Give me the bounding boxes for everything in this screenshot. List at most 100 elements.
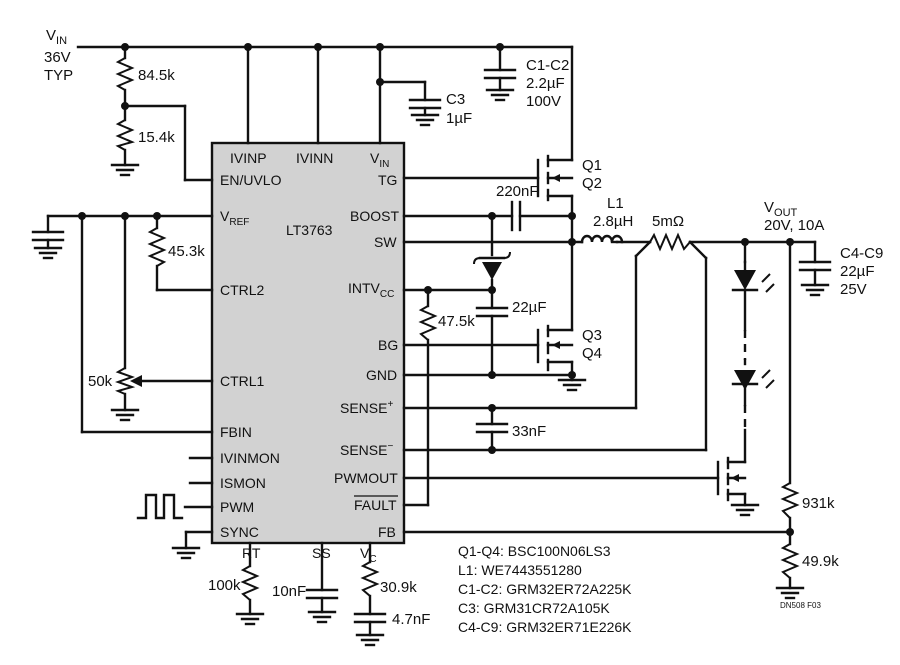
bom-line: Q1-Q4: BSC100N06LS3 bbox=[458, 543, 611, 559]
label-30-9k: 30.9k bbox=[380, 579, 417, 596]
svg-text:VIN: VIN bbox=[46, 27, 67, 47]
label-c1-c2-voltage: 100V bbox=[526, 93, 561, 110]
capacitor-33nf bbox=[475, 422, 509, 434]
pin-tg: TG bbox=[378, 172, 397, 188]
capacitor-c4-c9 bbox=[798, 260, 832, 272]
label-931k: 931k bbox=[802, 495, 835, 512]
potentiometer-50k bbox=[115, 367, 136, 395]
ground-icon bbox=[355, 633, 385, 647]
ground-icon bbox=[307, 610, 337, 624]
label-c1-c2-value: 2.2µF bbox=[526, 75, 565, 92]
svg-text:SENSE+: SENSE+ bbox=[340, 399, 393, 416]
label-q3: Q3 bbox=[582, 327, 602, 344]
label-45-3k: 45.3k bbox=[168, 243, 205, 260]
resistor-100k bbox=[240, 565, 260, 601]
svg-text:SENSE−: SENSE− bbox=[340, 441, 393, 458]
svg-text:VREF: VREF bbox=[220, 208, 249, 228]
label-c3-value: 1µF bbox=[446, 110, 472, 127]
pin-ctrl2: CTRL2 bbox=[220, 282, 265, 298]
pin-ctrl1: CTRL1 bbox=[220, 373, 265, 389]
ground-icon bbox=[110, 408, 140, 422]
label-47-5k: 47.5k bbox=[438, 313, 475, 330]
mosfet-q1-arrow bbox=[552, 174, 560, 182]
led-2 bbox=[731, 358, 775, 390]
pwm-waveform-icon bbox=[136, 493, 184, 520]
label-q1: Q1 bbox=[582, 157, 602, 174]
junction-dots bbox=[78, 43, 794, 536]
capacitor-220nf bbox=[510, 200, 522, 232]
resistor-30-9k bbox=[360, 561, 380, 597]
pin-fault: FAULT bbox=[354, 497, 397, 513]
capacitor-22uf-intvcc bbox=[475, 306, 509, 318]
vin-voltage: 36V bbox=[44, 49, 71, 66]
label-c3: C3 bbox=[446, 91, 465, 108]
label-22uf: 22µF bbox=[512, 299, 547, 316]
pin-vin: V bbox=[370, 150, 380, 166]
ground-icon bbox=[730, 503, 760, 517]
mosfet-q3-arrow bbox=[552, 341, 560, 349]
svg-text:VIN: VIN bbox=[370, 150, 389, 170]
ground-icon bbox=[410, 113, 440, 127]
bom-line: L1: WE7443551280 bbox=[458, 562, 582, 578]
pin-en-uvlo: EN/UVLO bbox=[220, 172, 282, 188]
capacitor-c1-c2 bbox=[483, 68, 517, 80]
ground-icon bbox=[110, 163, 140, 177]
label-49-9k: 49.9k bbox=[802, 553, 839, 570]
svg-text:VC: VC bbox=[360, 545, 377, 565]
pin-sync: SYNC bbox=[220, 524, 259, 540]
potentiometer-wiper-arrow bbox=[130, 375, 142, 387]
vout-rating: 20V, 10A bbox=[764, 217, 824, 234]
ground-icon bbox=[775, 586, 805, 600]
label-q2: Q2 bbox=[582, 175, 602, 192]
resistor-15-4k bbox=[115, 119, 135, 151]
pin-ivinmon: IVINMON bbox=[220, 450, 280, 466]
label-220nf: 220nF bbox=[496, 183, 539, 200]
pin-ismon: ISMON bbox=[220, 475, 266, 491]
label-100k: 100k bbox=[208, 577, 241, 594]
pin-ivinn: IVINN bbox=[296, 150, 333, 166]
mosfets bbox=[546, 154, 747, 502]
grounds bbox=[33, 88, 830, 647]
pin-fbin: FBIN bbox=[220, 424, 252, 440]
resistor-49-9k bbox=[780, 543, 800, 579]
pin-ss: SS bbox=[312, 545, 331, 561]
label-q4: Q4 bbox=[582, 345, 602, 362]
label-l1: L1 bbox=[607, 195, 624, 212]
resistor-931k bbox=[780, 482, 800, 519]
capacitor-c3 bbox=[408, 98, 442, 110]
mosfet-pwm-arrow bbox=[731, 474, 739, 482]
led-1 bbox=[731, 260, 775, 293]
vin-label: V bbox=[46, 27, 56, 44]
bom-line: C4-C9: GRM32ER71E226K bbox=[458, 619, 632, 635]
pin-bg: BG bbox=[378, 337, 398, 353]
label-84-5k: 84.5k bbox=[138, 67, 175, 84]
pin-pwm: PWM bbox=[220, 499, 254, 515]
label-15-4k: 15.4k bbox=[138, 129, 175, 146]
labels: VIN 36V TYP 84.5k 15.4k 45.3k 50k 47.5k … bbox=[44, 27, 883, 635]
pin-fb: FB bbox=[378, 524, 396, 540]
boost-diode bbox=[473, 251, 511, 280]
pin-ivinp: IVINP bbox=[230, 150, 267, 166]
label-4-7nf: 4.7nF bbox=[392, 611, 430, 628]
pin-sw: SW bbox=[374, 234, 397, 250]
pin-pwmout: PWMOUT bbox=[334, 470, 398, 486]
bom-line: C3: GRM31CR72A105K bbox=[458, 600, 610, 616]
svg-text:VOUT: VOUT bbox=[764, 199, 798, 219]
resistor-84-5k bbox=[115, 57, 135, 91]
label-sense-resistor: 5mΩ bbox=[652, 213, 684, 230]
svg-text:INTVCC: INTVCC bbox=[348, 280, 394, 300]
pin-sense-p: SENSE bbox=[340, 400, 387, 416]
pin-vref: V bbox=[220, 208, 230, 224]
pin-vc: V bbox=[360, 545, 370, 561]
sense-resistor-5mohm bbox=[649, 232, 691, 252]
vout-label: V bbox=[764, 199, 774, 216]
label-pot-50k: 50k bbox=[88, 373, 113, 390]
label-c4-c9: C4-C9 bbox=[840, 245, 883, 262]
bom-line: C1-C2: GRM32ER72A225K bbox=[458, 581, 632, 597]
ground-icon bbox=[557, 378, 587, 392]
pin-boost: BOOST bbox=[350, 208, 399, 224]
label-c4-c9-voltage: 25V bbox=[840, 281, 867, 298]
pin-rt: RT bbox=[242, 545, 261, 561]
label-c1-c2: C1-C2 bbox=[526, 57, 569, 74]
